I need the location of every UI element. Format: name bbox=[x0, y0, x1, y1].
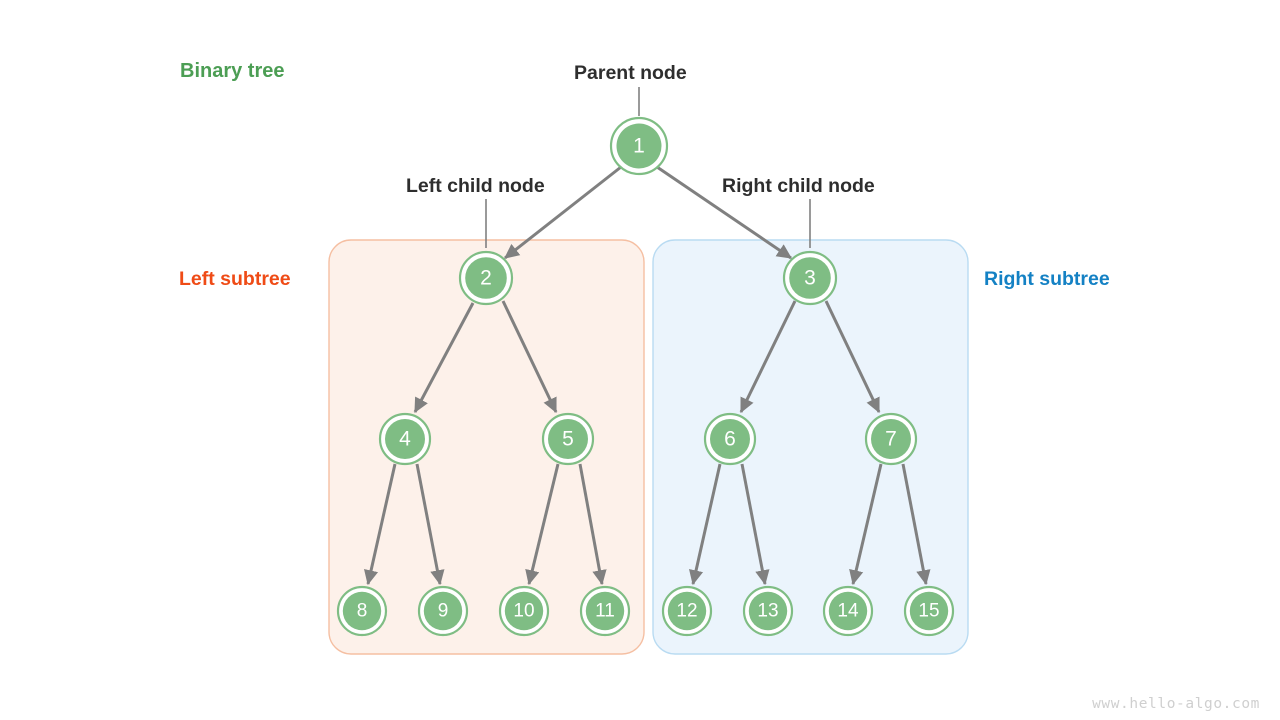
right-subtree-label: Right subtree bbox=[984, 268, 1110, 290]
tree-node-13-label: 13 bbox=[757, 601, 778, 622]
tree-node-11-label: 11 bbox=[595, 601, 615, 622]
left-subtree-label: Left subtree bbox=[179, 268, 291, 290]
tree-node-14-label: 14 bbox=[837, 601, 859, 622]
tree-node-4[interactable]: 4 bbox=[378, 412, 432, 466]
tree-node-5-label: 5 bbox=[562, 428, 574, 451]
tree-node-6[interactable]: 6 bbox=[703, 412, 757, 466]
tree-node-13[interactable]: 13 bbox=[742, 585, 794, 637]
tree-node-8-label: 8 bbox=[357, 601, 368, 622]
right-child-node-label: Right child node bbox=[722, 175, 875, 197]
edge-7-15 bbox=[901, 463, 931, 586]
tree-node-7[interactable]: 7 bbox=[864, 412, 918, 466]
tree-node-3-label: 3 bbox=[804, 267, 816, 290]
tree-node-12-label: 12 bbox=[676, 601, 697, 622]
tree-node-15[interactable]: 15 bbox=[903, 585, 955, 637]
edge-7-14 bbox=[849, 463, 883, 586]
tree-node-8[interactable]: 8 bbox=[336, 585, 388, 637]
tree-node-2-label: 2 bbox=[480, 267, 492, 290]
edge-2-4 bbox=[413, 302, 475, 414]
edge-1-2 bbox=[504, 165, 622, 260]
edge-4-8 bbox=[364, 463, 397, 586]
tree-node-14[interactable]: 14 bbox=[822, 585, 874, 637]
tree-node-6-label: 6 bbox=[724, 428, 736, 451]
left-child-node-label: Left child node bbox=[406, 175, 545, 197]
edge-6-13 bbox=[740, 463, 770, 586]
edge-3-6 bbox=[739, 300, 797, 414]
edge-3-7 bbox=[824, 300, 881, 414]
tree-node-5[interactable]: 5 bbox=[541, 412, 595, 466]
edge-4-9 bbox=[415, 463, 445, 586]
watermark: www.hello-algo.com bbox=[1092, 696, 1260, 712]
edge-1-3 bbox=[656, 165, 792, 260]
edge-2-5 bbox=[501, 300, 558, 414]
tree-node-12[interactable]: 12 bbox=[661, 585, 713, 637]
tree-node-11[interactable]: 11 bbox=[579, 585, 631, 637]
edge-5-11 bbox=[578, 463, 607, 586]
tree-node-9[interactable]: 9 bbox=[417, 585, 469, 637]
tree-node-10[interactable]: 10 bbox=[498, 585, 550, 637]
tree-node-3[interactable]: 3 bbox=[782, 250, 838, 306]
tree-node-10-label: 10 bbox=[513, 601, 534, 622]
tree-node-15-label: 15 bbox=[918, 601, 939, 622]
diagram-title: Binary tree bbox=[180, 60, 285, 82]
tree-node-1-label: 1 bbox=[633, 135, 645, 158]
tree-node-1[interactable]: 1 bbox=[609, 116, 669, 176]
tree-node-7-label: 7 bbox=[885, 428, 897, 451]
edge-6-12 bbox=[689, 463, 722, 586]
parent-node-label: Parent node bbox=[574, 62, 687, 84]
tree-node-2[interactable]: 2 bbox=[458, 250, 514, 306]
tree-node-9-label: 9 bbox=[438, 601, 449, 622]
tree-node-4-label: 4 bbox=[399, 428, 411, 451]
edge-5-10 bbox=[525, 463, 560, 586]
